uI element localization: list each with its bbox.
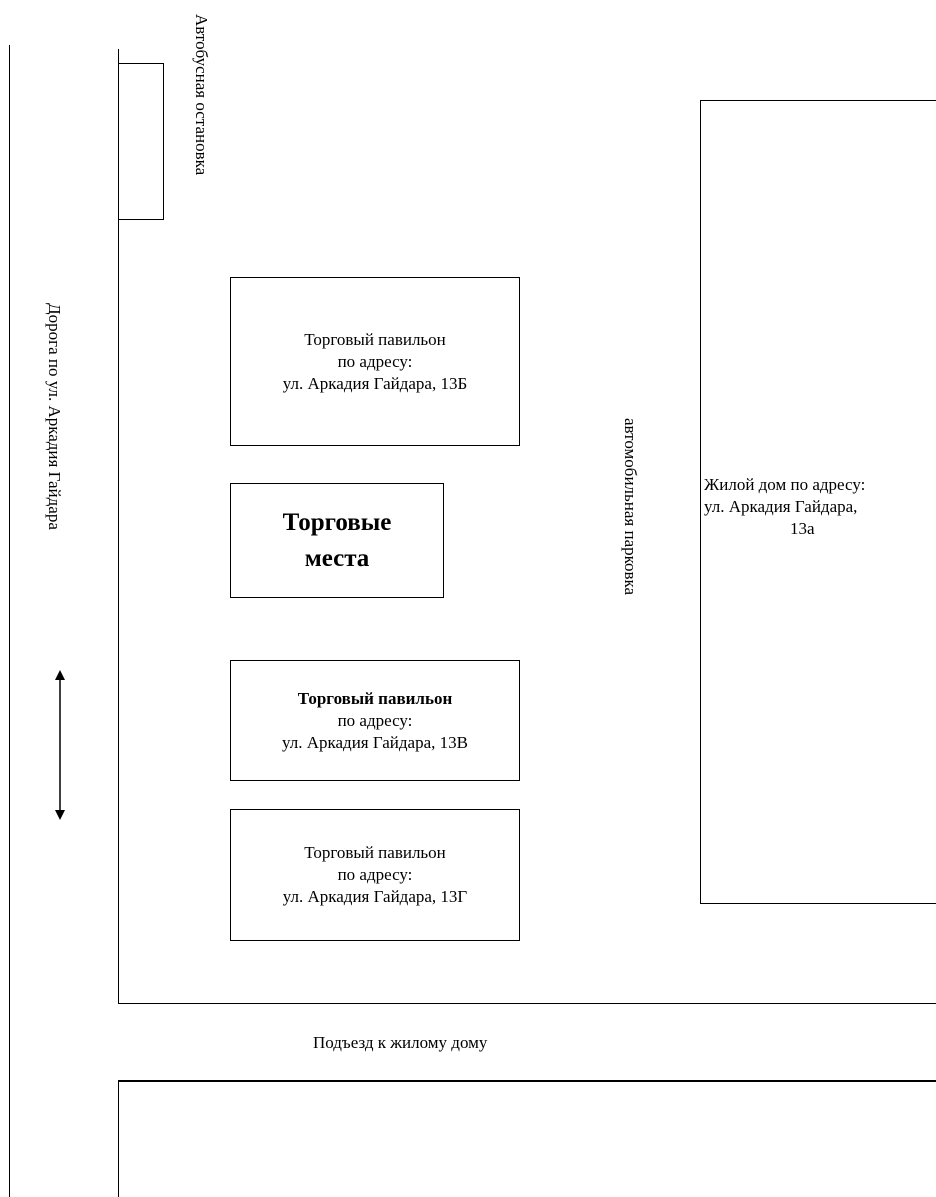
parking-label: автомобильная парковка	[621, 418, 640, 596]
bottom-building-top	[118, 1080, 936, 1082]
house-label-line1: Жилой дом по адресу:	[704, 475, 866, 494]
pavilion-title: Торговый павильон	[297, 688, 453, 708]
pavilion-address: ул. Аркадия Гайдара, 13В	[281, 732, 468, 752]
house-label: Жилой дом по адресу: ул. Аркадия Гайдара…	[704, 474, 936, 540]
pavilion-address-prefix: по адресу:	[337, 351, 413, 371]
pavilion-address-prefix: по адресу:	[337, 710, 413, 730]
house-label-line2: ул. Аркадия Гайдара,	[704, 497, 858, 516]
pavilion-address: ул. Аркадия Гайдара, 13Г	[282, 887, 468, 906]
pavilion-title: Торговый павильон	[304, 329, 446, 349]
road-label: Дорога по ул. Аркадия Гайдара	[45, 303, 64, 530]
bus-stop-box	[118, 63, 164, 220]
pavilion-13b: Торговый павильон по адресу: ул. Аркадия…	[230, 277, 520, 446]
lot-left-border	[118, 49, 119, 1004]
pavilion-address: ул. Аркадия Гайдара, 13Б	[282, 373, 468, 393]
bottom-building-left	[118, 1080, 119, 1197]
lot-bottom-border	[118, 1003, 936, 1004]
trade-places-line2: места	[304, 544, 370, 572]
pavilion-title: Торговый павильон	[304, 843, 446, 862]
road-edge-line	[9, 45, 10, 1197]
bus-stop-label: Автобусная остановка	[192, 14, 211, 176]
pavilion-13g: Торговый павильон по адресу: ул. Аркадия…	[230, 809, 520, 941]
pavilion-13v: Торговый павильон по адресу: ул. Аркадия…	[230, 660, 520, 781]
house-label-line3: 13а	[790, 519, 815, 538]
trade-places-box: Торговые места	[230, 483, 444, 598]
double-arrow-icon	[55, 670, 65, 820]
pavilion-address-prefix: по адресу:	[337, 865, 413, 884]
trade-places-line1: Торговые	[282, 508, 392, 536]
access-road-label: Подъезд к жилому дому	[313, 1033, 488, 1052]
residential-house-box	[700, 100, 936, 904]
